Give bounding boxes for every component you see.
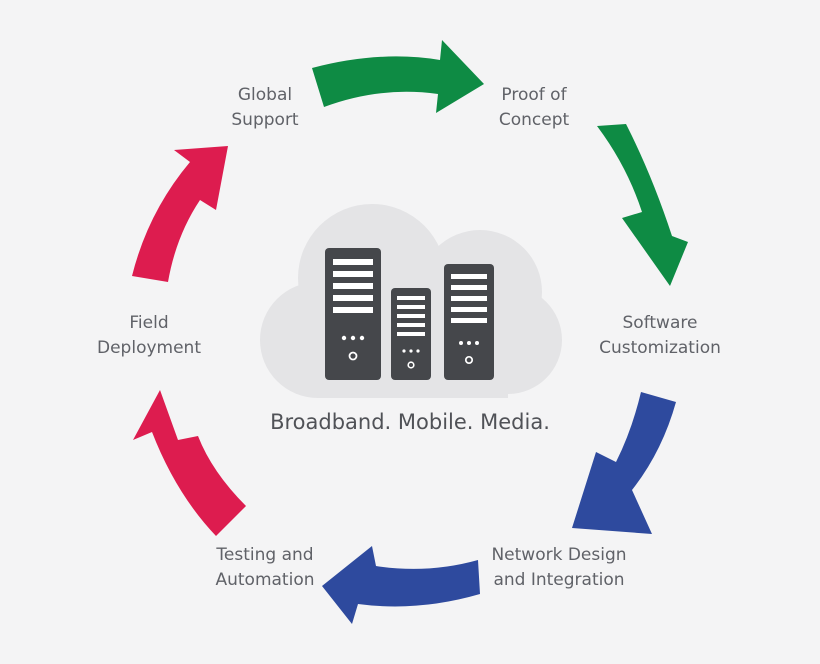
arrow-blue-bottom bbox=[322, 546, 480, 624]
center-tagline: Broadband. Mobile. Media. bbox=[270, 410, 550, 434]
arrow-green-top bbox=[312, 40, 484, 113]
cycle-arrows bbox=[132, 40, 688, 624]
arrow-blue-right bbox=[572, 392, 676, 534]
stage-label-testing-automation: Testing and Automation bbox=[165, 543, 365, 593]
stage-label-line: Proof of bbox=[501, 85, 567, 105]
stage-label-network-design: Network Design and Integration bbox=[459, 543, 659, 593]
stage-label-line: Support bbox=[231, 110, 299, 130]
server-tower-left bbox=[325, 248, 381, 380]
server-tower-middle bbox=[391, 288, 431, 380]
stage-label-proof-of-concept: Proof of Concept bbox=[434, 83, 634, 133]
stage-label-line: Customization bbox=[599, 338, 721, 358]
arrow-red-left-upper bbox=[132, 146, 228, 282]
arrow-red-left bbox=[133, 390, 246, 536]
stage-label-line: Global bbox=[237, 85, 293, 105]
stage-label-line: Testing and bbox=[216, 545, 314, 565]
stage-label-global-support: Global Support bbox=[165, 83, 365, 133]
arrow-green-right bbox=[597, 124, 688, 286]
stage-label-line: Software bbox=[622, 313, 698, 333]
stage-label-line: Concept bbox=[498, 110, 570, 130]
stage-label-line: Automation bbox=[215, 570, 315, 590]
stage-label-line: Field bbox=[129, 313, 169, 333]
server-rack-icon bbox=[325, 248, 494, 380]
stage-label-line: Deployment bbox=[97, 338, 201, 358]
server-tower-right bbox=[444, 264, 494, 380]
stage-label-field-deployment: Field Deployment bbox=[49, 311, 249, 361]
stage-label-line: Network Design bbox=[491, 545, 627, 565]
stage-label-line: and Integration bbox=[493, 570, 625, 590]
stage-label-software-customization: Software Customization bbox=[560, 311, 760, 361]
